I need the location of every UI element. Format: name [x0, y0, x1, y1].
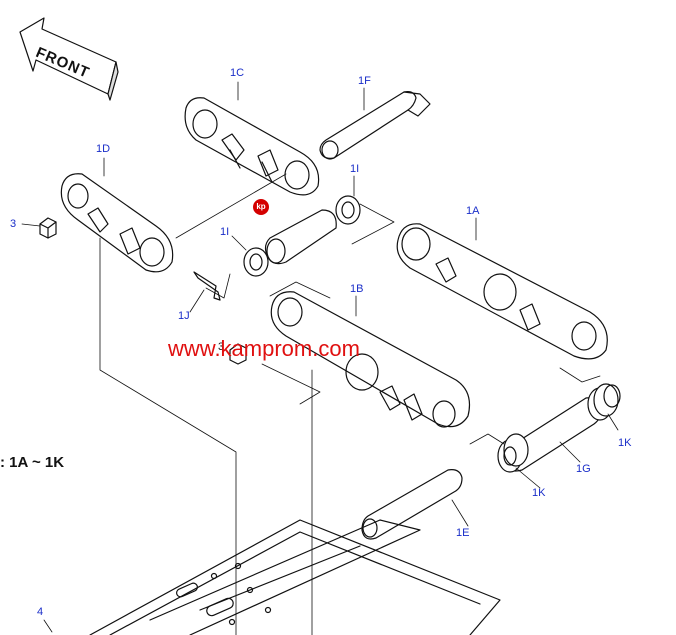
callout-1k-bottom: 1K — [532, 487, 546, 499]
track-link-1d — [60, 173, 174, 273]
bolt-3-top — [39, 217, 57, 239]
callout-1d: 1D — [96, 143, 111, 155]
bolt-3-mid — [229, 343, 247, 365]
seal-1i-top — [335, 195, 361, 225]
front-arrow-icon — [19, 17, 119, 101]
pin-1f — [319, 91, 431, 160]
callout-1f: 1F — [358, 75, 371, 87]
callout-3-top: 3 — [10, 218, 17, 230]
bushing — [264, 209, 337, 265]
track-shoe-4 — [89, 519, 501, 635]
track-link-1a — [396, 223, 608, 360]
seal-1k-right — [587, 383, 621, 421]
callout-4: 4 — [37, 606, 44, 618]
callout-3-mid: 3 — [218, 341, 225, 353]
track-link-1c — [184, 97, 320, 196]
seal-1k-bottom — [497, 433, 529, 473]
clip-1j — [193, 271, 221, 301]
track-link-1b — [270, 291, 471, 428]
callout-1k-right: 1K — [618, 437, 632, 449]
callout-1e: 1E — [456, 527, 470, 539]
callout-1b: 1B — [350, 283, 364, 295]
watermark-text: www.kamprom.com — [168, 336, 360, 361]
callout-1i-top: 1I — [350, 163, 360, 175]
callout-1g: 1G — [576, 463, 591, 475]
callout-1c: 1C — [230, 67, 245, 79]
guide-lines — [21, 81, 619, 635]
range-label: : 1A ~ 1K — [0, 454, 65, 471]
callout-1j: 1J — [178, 310, 190, 322]
callout-1a: 1A — [466, 205, 480, 217]
callout-1i-left: 1I — [220, 226, 230, 238]
seal-1i-left — [243, 247, 269, 277]
watermark-logo-icon: kp — [253, 199, 269, 215]
